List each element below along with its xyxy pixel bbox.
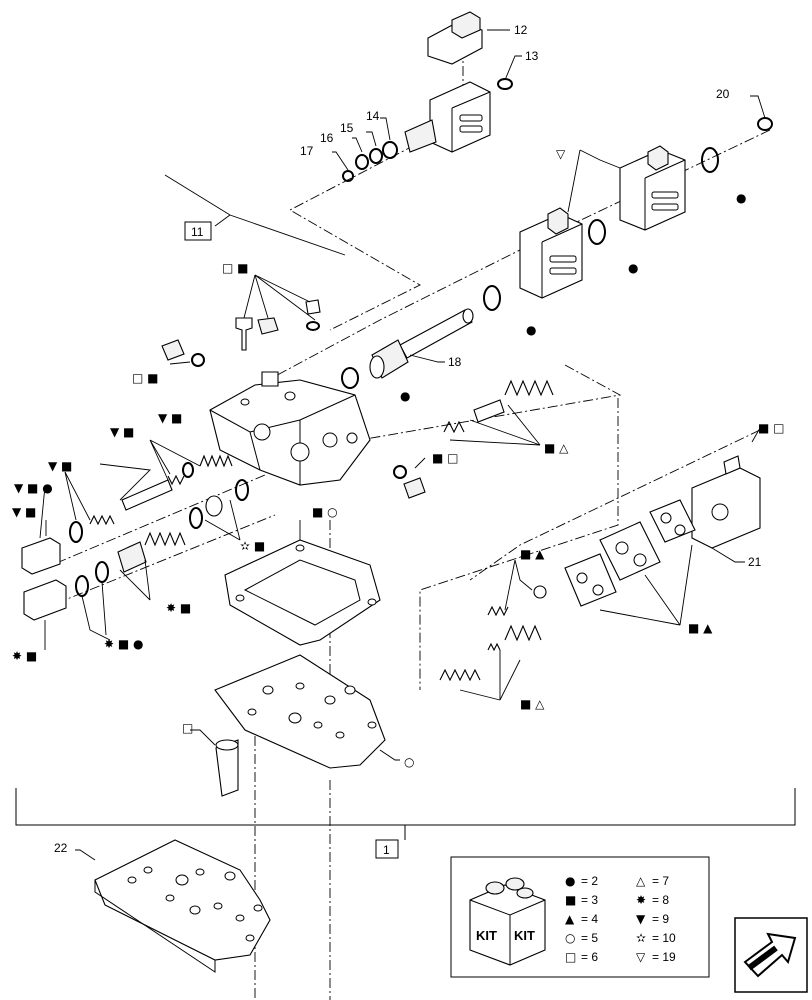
legend-text2-4: = 10 [652,931,676,945]
kit-label-right: KIT [514,928,535,943]
symbol-star8-c: ✸ ■ ● [104,637,144,651]
legend-text-3: = 4 [581,912,598,926]
legend-text2-1: = 7 [652,874,669,888]
symbol-circle-b: ● [628,261,638,275]
kit-box-icon: KIT KIT [469,877,546,966]
legend-sym-3: ▲ [565,912,575,926]
valve-spool [369,308,474,379]
legend-sym2-5: ▽ [636,950,646,964]
legend-sym2-4: ✫ [636,931,646,945]
legend-text2-2: = 8 [652,893,669,907]
legend-text-2: = 3 [581,893,598,907]
symbol-sq-bolt: □ [182,721,193,735]
symbol-circle-a: ● [736,191,746,205]
callout-20: 20 [716,87,730,101]
kit-legend: KIT KIT ● = 2 △ = 7 ■ = 3 ✸ = 8 ▲ = 4 ▼ … [450,856,710,978]
callout-11: 11 [191,225,204,239]
bottom-plate [94,839,271,973]
callout-1: 1 [383,843,390,857]
body-fasteners [161,299,426,499]
assembly-bracket [15,788,796,826]
symbol-sq-right: ■ □ [432,451,459,465]
symbol-sq-tri: ■ △ [544,441,569,455]
symbol-tv5: ▼ ■ [12,505,36,519]
solenoid-right [341,117,773,389]
symbol-annotations: ▽ ● ● ● ● □ ■ □ ■ ■ □ ■ △ ■ □ ▼ ■ ▼ ■ ▼ … [12,147,785,769]
callout-12: 12 [514,23,528,37]
legend-frame [450,856,710,978]
callout-22: 22 [54,841,68,855]
callout-18: 18 [448,355,462,369]
valve-body [209,371,371,486]
legend-text-5: = 6 [581,950,598,964]
symbol-star8-a: ✸ ■ [166,601,191,615]
symbol-tv3: ▼ ■ [48,459,72,473]
bottom-bolt [215,739,239,797]
callout-17: 17 [300,144,314,158]
symbol-star-sq: ✫ ■ [240,539,265,553]
symbol-sq-tri-g: ■ ▲ [688,621,713,635]
legend-text-1: = 2 [581,874,598,888]
assembly-axes [39,48,771,1000]
legend-text2-5: = 19 [652,950,676,964]
symbol-tri-down: ▽ [556,147,566,161]
callout-16: 16 [320,131,334,145]
legend-sym-1: ● [565,874,575,888]
legend-sym2-3: ▼ [636,912,646,926]
arrow-icon[interactable] [734,917,808,993]
symbol-sq-sq21: ■ □ [758,421,785,435]
symbol-circ-plate: ○ [404,755,414,769]
left-components [21,454,249,621]
legend-text-4: = 5 [581,931,598,945]
legend-rows: ● = 2 △ = 7 ■ = 3 ✸ = 8 ▲ = 4 ▼ = 9 ○ = … [565,874,676,964]
symbol-circle-d: ● [400,389,410,403]
callout-box-1 [375,839,399,859]
legend-sym2-2: ✸ [636,893,646,907]
symbol-sq-top: □ ■ [222,261,249,275]
legend-sym-4: ○ [565,931,575,945]
legend-text2-3: = 9 [652,912,669,926]
callout-numbers: 12 13 14 15 16 17 20 18 21 22 11 1 [54,23,762,859]
symbol-sq-tri-f: ■ ▲ [520,547,545,561]
gasket-plate [224,539,381,646]
symbol-tv4: ▼ ■ ● [14,481,53,495]
callout-13: 13 [525,49,539,63]
symbol-tv2: ▼ ■ [110,425,134,439]
solenoid-top [342,11,513,182]
symbol-sq-left: □ ■ [132,371,159,385]
callout-21: 21 [748,555,762,569]
separator-plate [214,654,386,769]
symbol-sq-tri-h: ■ △ [520,697,545,711]
right-components [439,379,761,682]
legend-sym-2: ■ [565,893,576,907]
symbol-star8-b: ✸ ■ [12,649,37,663]
callout-15: 15 [340,121,354,135]
callout-14: 14 [366,109,380,123]
legend-sym2-1: △ [636,874,646,888]
leader-lines [39,29,766,861]
symbol-sq-circ: ■ ○ [312,505,338,519]
symbol-circle-c: ● [526,323,536,337]
symbol-tv1: ▼ ■ [158,411,182,425]
callout-box-11 [184,221,212,241]
legend-sym-5: □ [565,950,576,964]
kit-label-left: KIT [476,928,497,943]
